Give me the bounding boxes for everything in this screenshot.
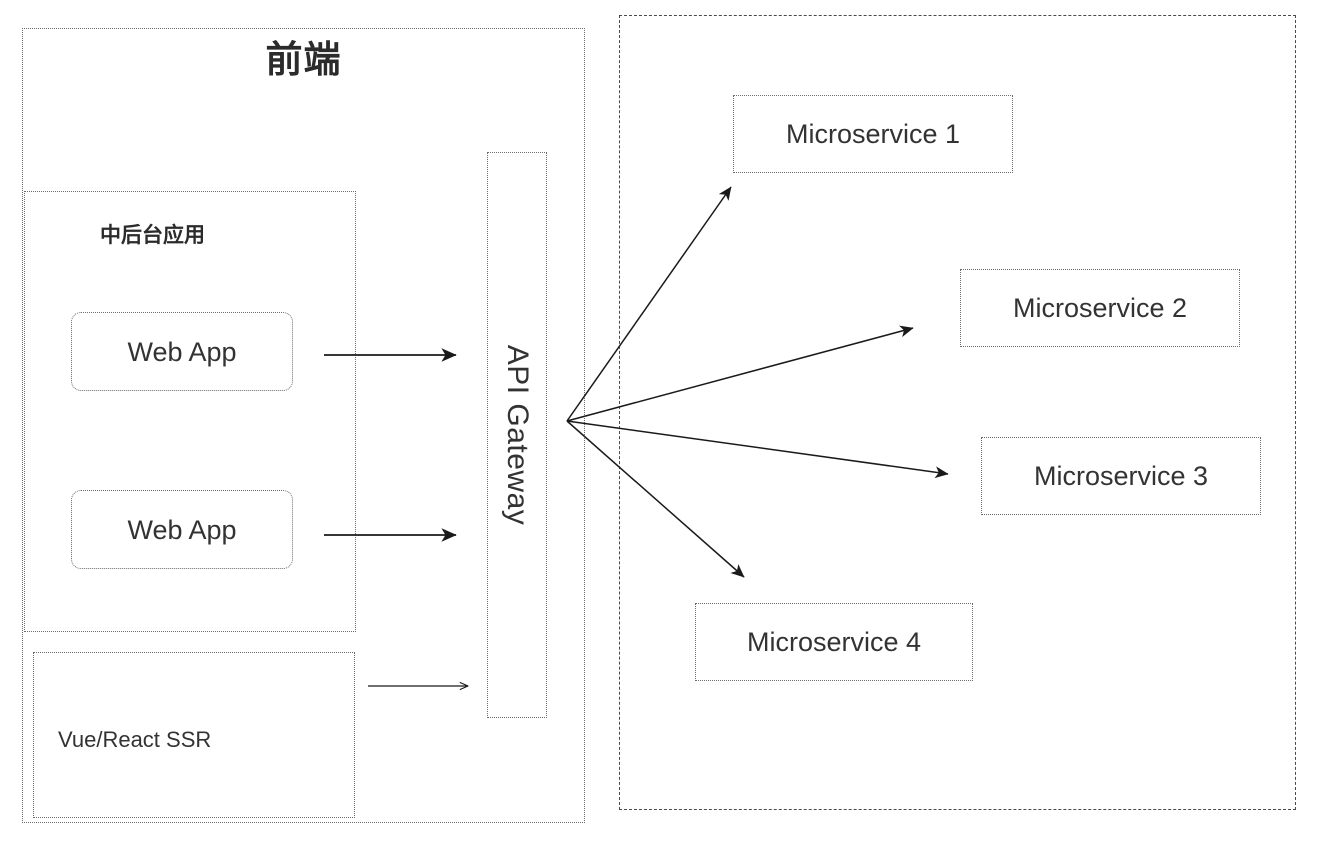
microservice-node-3[interactable]: Microservice 3 [981, 437, 1261, 515]
microservice-node-2[interactable]: Microservice 2 [960, 269, 1240, 347]
webapp-node-1-label: Web App [127, 336, 237, 367]
microservice-node-1-label: Microservice 1 [785, 119, 961, 149]
api-gateway-node[interactable] [487, 152, 547, 718]
webapp-node-2-label: Web App [127, 514, 237, 545]
microservice-node-2-label: Microservice 2 [1012, 293, 1188, 323]
microservice-node-3-label: Microservice 3 [1033, 461, 1209, 491]
ssr-node[interactable] [33, 652, 355, 818]
admin-app-group-label: 中后台应用 [100, 224, 205, 247]
microservice-node-1[interactable]: Microservice 1 [733, 95, 1013, 173]
admin-app-group [24, 191, 356, 632]
ssr-node-label: Vue/React SSR [58, 727, 212, 752]
webapp-node-2[interactable]: Web App [71, 490, 293, 569]
microservice-node-4[interactable]: Microservice 4 [695, 603, 973, 681]
api-gateway-label: API Gateway [501, 344, 534, 526]
microservice-node-4-label: Microservice 4 [746, 627, 922, 657]
webapp-node-1[interactable]: Web App [71, 312, 293, 391]
frontend-title: 前端 [265, 39, 342, 80]
